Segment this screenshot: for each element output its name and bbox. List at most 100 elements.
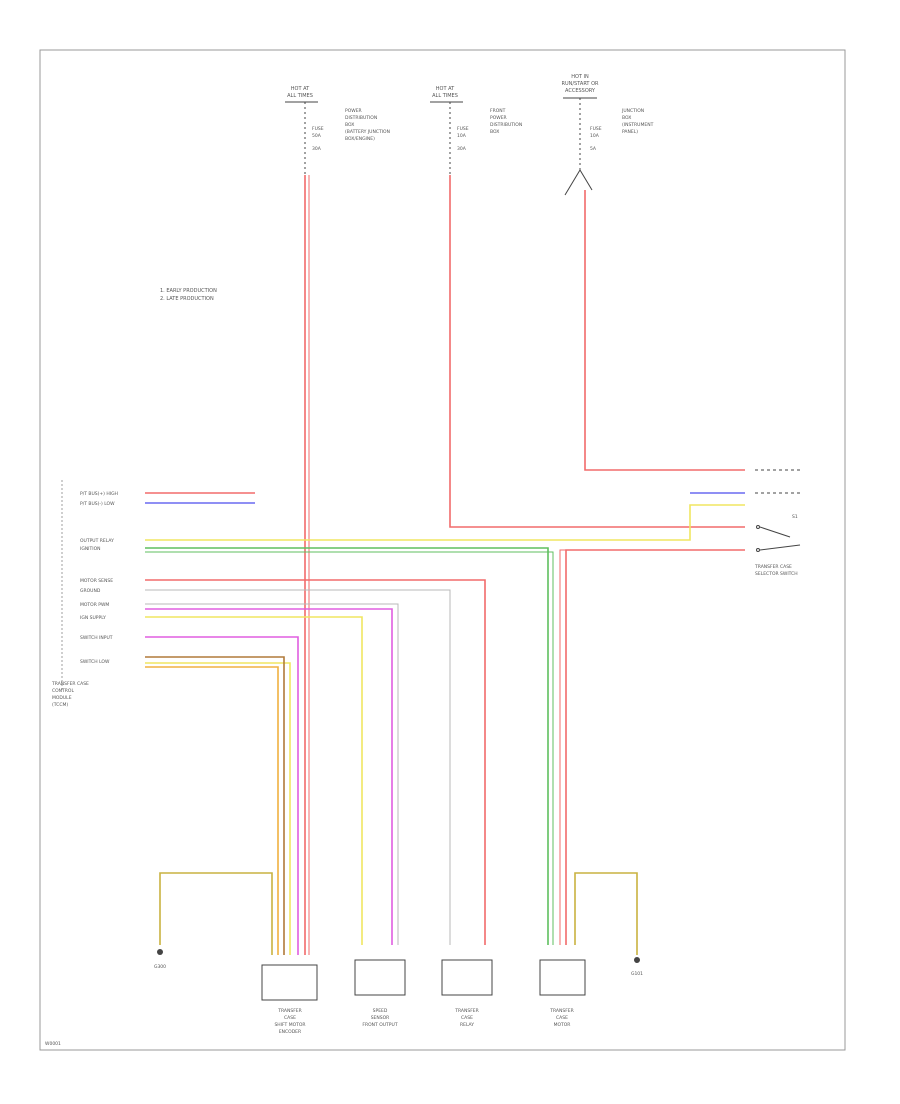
wire-green-ignition-b	[145, 551, 554, 945]
wire-yellow-ground-left	[159, 872, 273, 955]
left-module-name-line-4: (TCCM)	[52, 702, 68, 708]
ground-right-label: G101	[631, 971, 643, 977]
wire-segment	[579, 169, 593, 191]
pin-label-10: SWITCH LOW	[80, 659, 110, 665]
power-source-3-line-1: HOT IN	[571, 74, 589, 80]
pin-label-2: P/T BUS(-) LOW	[80, 501, 115, 507]
fuse-label-2: FRONT POWER DISTRIBUTION BOX	[490, 108, 522, 135]
component-shift-motor-line-3: SHIFT MOTOR	[274, 1022, 305, 1028]
fuse-id-1: FUSE 50A 30A	[312, 126, 324, 152]
component-relay-line-1: TRANSFER	[454, 1008, 479, 1014]
component-relay-box	[441, 959, 493, 996]
left-module-name-line-2: CONTROL	[52, 688, 74, 694]
ground-right-symbol	[634, 957, 640, 963]
component-shift-motor-line-2: CASE	[284, 1015, 296, 1021]
switch-label-2: SELECTOR SWITCH	[755, 571, 798, 577]
fuse-id-3-line-3: 5A	[590, 146, 597, 152]
wire-gray-2	[145, 603, 399, 945]
component-speed-sensor-box	[354, 959, 406, 996]
wire-red-switch-motor-b	[559, 549, 745, 945]
wire-red-sense	[145, 579, 486, 945]
wire-green-ignition	[145, 547, 549, 945]
fuse-label-3-line-3: (INSTRUMENT	[622, 122, 654, 128]
fuse-id-1-line-2: 50A	[312, 133, 322, 139]
fuse-label-1-line-4: (BATTERY JUNCTION	[345, 129, 390, 135]
wire-yellow-3	[145, 662, 291, 955]
component-motor: TRANSFER CASE MOTOR	[539, 959, 586, 1028]
wire-yellow-relay	[145, 504, 745, 541]
wire-orange	[145, 666, 279, 955]
component-relay-line-3: RELAY	[460, 1022, 474, 1028]
selector-switch: S1 TRANSFER CASE SELECTOR SWITCH	[754, 469, 801, 577]
component-speed-sensor: SPEED SENSOR FRONT OUTPUT	[354, 959, 406, 1028]
pin-label-8: IGN SUPPLY	[80, 615, 106, 621]
power-source-2: HOT AT ALL TIMES	[430, 86, 463, 103]
fuse-label-2-line-1: FRONT	[490, 108, 506, 114]
wire-red-switch-motor	[565, 549, 745, 945]
left-module-name-line-1: TRANSFER CASE	[51, 681, 89, 687]
component-shift-motor: TRANSFER CASE SHIFT MOTOR ENCODER	[261, 964, 318, 1035]
ground-left: G300	[154, 949, 166, 970]
fuse-id-3-line-1: FUSE	[590, 126, 602, 132]
wire-yellow-2	[145, 616, 363, 945]
fuse-id-2: FUSE 10A 30A	[457, 126, 469, 152]
power-source-3-line-3: ACCESSORY	[565, 88, 596, 94]
fuse-id-2-line-1: FUSE	[457, 126, 469, 132]
ground-right: G101	[631, 957, 643, 977]
left-module-name-line-3: MODULE	[52, 695, 72, 701]
component-motor-line-2: CASE	[556, 1015, 568, 1021]
legend-line-2: 2. LATE PRODUCTION	[160, 296, 214, 302]
power-source-1: HOT AT ALL TIMES	[285, 86, 318, 103]
fuse-label-1: POWER DISTRIBUTION BOX (BATTERY JUNCTION…	[345, 108, 390, 142]
wire-violet-2	[145, 608, 393, 945]
pin-label-1: P/T BUS(+) HIGH	[80, 491, 118, 497]
fuse-id-1-line-1: FUSE	[312, 126, 324, 132]
fuse-label-2-line-2: POWER	[490, 115, 507, 121]
switch-num: S1	[792, 514, 798, 520]
fuse-label-3-line-1: JUNCTION	[621, 108, 644, 114]
fuse-label-1-line-5: BOX/ENGINE)	[345, 136, 375, 142]
pin-label-4: IGNITION	[80, 546, 101, 552]
wire-segment	[756, 548, 760, 552]
fuse-id-2-line-2: 10A	[457, 133, 467, 139]
fuse-label-2-line-4: BOX	[490, 129, 499, 135]
pin-label-9: SWITCH INPUT	[80, 635, 113, 641]
component-relay: TRANSFER CASE RELAY	[441, 959, 493, 1028]
diagram-code: W0001	[45, 1041, 61, 1047]
component-shift-motor-box	[261, 964, 318, 1001]
ground-left-symbol	[157, 949, 163, 955]
fuse-id-1-line-3: 30A	[312, 146, 322, 152]
diagram-frame	[39, 49, 846, 1051]
component-speed-sensor-line-2: SENSOR	[371, 1015, 390, 1021]
power-source-2-line-2: ALL TIMES	[432, 93, 458, 99]
component-motor-line-3: MOTOR	[554, 1022, 571, 1028]
wire-brown	[145, 656, 285, 955]
switch-label-1: TRANSFER CASE	[754, 564, 792, 570]
power-source-1-line-2: ALL TIMES	[287, 93, 313, 99]
fuse-drops	[304, 98, 593, 196]
component-shift-motor-line-4: ENCODER	[279, 1029, 301, 1035]
fuse-label-3-line-2: BOX	[622, 115, 631, 121]
wires	[145, 175, 745, 955]
pin-label-3: OUTPUT RELAY	[80, 538, 114, 544]
fuse-label-2-line-3: DISTRIBUTION	[490, 122, 522, 128]
component-speed-sensor-line-1: SPEED	[373, 1008, 388, 1014]
fuse-label-3: JUNCTION BOX (INSTRUMENT PANEL)	[621, 108, 654, 135]
component-relay-line-2: CASE	[461, 1015, 473, 1021]
fuse-label-1-line-2: DISTRIBUTION	[345, 115, 377, 121]
component-speed-sensor-line-3: FRONT OUTPUT	[362, 1022, 397, 1028]
fuse-id-2-line-3: 30A	[457, 146, 467, 152]
component-shift-motor-line-1: TRANSFER	[277, 1008, 302, 1014]
fuse-id-3: FUSE 10A 5A	[590, 126, 602, 152]
power-source-3-line-2: RUN/START OR	[562, 81, 600, 87]
wire-violet	[145, 636, 299, 955]
legend-line-1: 1. EARLY PRODUCTION	[160, 288, 217, 294]
pin-label-7: MOTOR PWM	[80, 602, 109, 608]
wire-gray	[145, 589, 451, 945]
pin-label-5: MOTOR SENSE	[80, 578, 113, 584]
fuse-label-1-line-3: BOX	[345, 122, 354, 128]
fuse-label-3-line-4: PANEL)	[622, 129, 638, 135]
production-legend: 1. EARLY PRODUCTION 2. LATE PRODUCTION	[160, 288, 217, 302]
